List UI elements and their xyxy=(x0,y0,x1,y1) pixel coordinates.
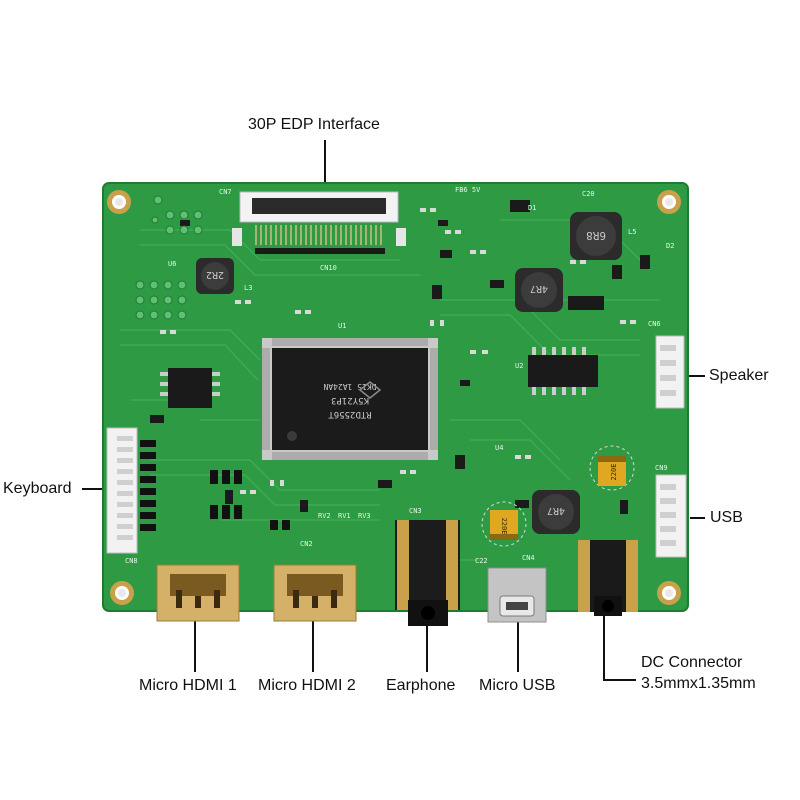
silk-cn8: CN8 xyxy=(125,557,138,565)
keyboard-label: Keyboard xyxy=(3,480,72,497)
earphone-label: Earphone xyxy=(386,677,456,694)
silk-u2: U2 xyxy=(515,362,523,370)
main-chip: RTD2556T K5Y21P3 DK15 1A24AN xyxy=(262,338,438,460)
inductor-6r8: 6R8 xyxy=(586,229,606,242)
inductor-2r2: 2R2 xyxy=(206,269,224,280)
ics xyxy=(160,296,604,408)
silk-u1: U1 xyxy=(338,322,346,330)
edp-connector xyxy=(232,191,406,254)
keyboard-header xyxy=(106,427,138,554)
callout-lines xyxy=(82,140,705,681)
micro-hdmi-1-label: Micro HDMI 1 xyxy=(139,677,237,694)
silk-u4: U4 xyxy=(495,444,503,452)
dc-connector-label: DC Connector xyxy=(641,654,743,671)
silk-cn2: CN2 xyxy=(300,540,313,548)
cap-220-a: 220E xyxy=(610,464,618,481)
silk-l3: L3 xyxy=(244,284,252,292)
silk-cn4: CN4 xyxy=(522,554,535,562)
micro-usb-port xyxy=(487,567,547,623)
silk-cn9: CN9 xyxy=(655,464,668,472)
silk-d2: D2 xyxy=(666,242,674,250)
silk-rv3: RV3 xyxy=(358,512,371,520)
silk-c20: C20 xyxy=(582,190,595,198)
silk-cn10: CN10 xyxy=(320,264,337,272)
silk-rv2: RV2 xyxy=(318,512,331,520)
micro-hdmi-2-label: Micro HDMI 2 xyxy=(258,677,356,694)
chip-marking-1: RTD2556T xyxy=(328,409,372,419)
silk-cn6: CN6 xyxy=(648,320,661,328)
dc-connector-size-label: 3.5mmx1.35mm xyxy=(641,675,756,692)
via-grid xyxy=(135,195,203,320)
usb-label: USB xyxy=(710,509,743,526)
cap-220-b: 220E xyxy=(500,518,508,535)
inductor-4r7-a: 4R7 xyxy=(530,283,548,294)
chip-marking-2: K5Y21P3 xyxy=(331,395,369,405)
silk-fb: FB6 5V xyxy=(455,186,481,194)
micro-usb-label: Micro USB xyxy=(479,677,556,694)
silk-d1: D1 xyxy=(528,204,536,212)
silk-cn7: CN7 xyxy=(219,188,232,196)
edp-interface-label: 30P EDP Interface xyxy=(248,116,380,133)
capacitors: 220E 220E xyxy=(481,445,635,547)
chip-marking-3: DK15 1A24AN xyxy=(323,382,376,391)
silk-c22: C22 xyxy=(475,557,488,565)
inductors: 2R2 6R8 4R7 4R7 xyxy=(196,212,622,534)
silk-rv1: RV1 xyxy=(338,512,351,520)
micro-hdmi-1-port xyxy=(156,564,240,622)
mounting-holes xyxy=(107,190,681,605)
speaker-connector xyxy=(655,335,685,409)
silk-u6: U6 xyxy=(168,260,176,268)
speaker-label: Speaker xyxy=(709,367,769,384)
silkscreen: CN7 CN10 U1 U2 U4 U6 CN8 CN9 CN3 CN4 CN2… xyxy=(125,186,674,565)
usb-header xyxy=(655,474,687,558)
dc-connector-jack xyxy=(578,540,638,616)
silk-l5: L5 xyxy=(628,228,636,236)
micro-hdmi-2-port xyxy=(273,564,357,622)
inductor-4r7-b: 4R7 xyxy=(547,505,565,516)
silk-cn3: CN3 xyxy=(409,507,422,515)
earphone-jack xyxy=(395,520,460,626)
